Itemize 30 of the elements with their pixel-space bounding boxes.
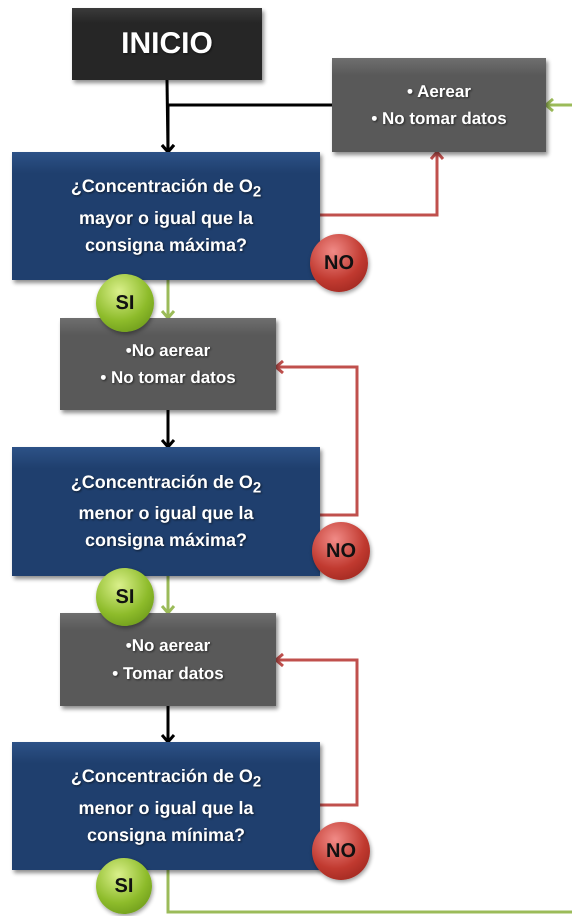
- connector-arrow: [274, 652, 358, 806]
- box-text: •No aerear: [126, 635, 210, 658]
- decision-box: [12, 742, 320, 870]
- connector-arrow: [160, 104, 332, 154]
- box-text: • Aerear: [407, 80, 471, 103]
- connector-arrow: [160, 410, 176, 448]
- decision-box: [12, 447, 320, 576]
- no-badge: NO: [310, 234, 368, 292]
- no-badge: NO: [312, 822, 370, 880]
- connector-arrow: [544, 98, 572, 112]
- connector-arrow: [160, 280, 176, 320]
- connector-arrow: [274, 360, 358, 516]
- yes-badge: SI: [96, 858, 152, 914]
- connector-arrow: [320, 150, 444, 216]
- connector-arrow: [160, 576, 176, 614]
- decision-box: [12, 152, 320, 280]
- box-text: ¿Concentración de O$_{2}$ menor o igual que la consigna máxima?: [70, 470, 262, 552]
- box-text: • No tomar datos: [100, 367, 236, 389]
- box-text: ¿Concentración de O$_{2}$ mayor o igual que la consigna máxima?: [70, 175, 262, 257]
- connector-arrow: [160, 706, 176, 744]
- start-box: [72, 8, 262, 80]
- no-badge: NO: [312, 522, 370, 580]
- box-text: INICIO: [121, 27, 213, 61]
- box-text: ¿Concentración de O$_{2}$ menor o igual que la consigna mínima?: [70, 765, 262, 847]
- action-box: [60, 613, 276, 706]
- box-text: •No aerear: [126, 340, 210, 362]
- action-box: [332, 58, 546, 152]
- box-text: • No tomar datos: [371, 108, 507, 130]
- box-text: • Tomar datos: [112, 662, 224, 684]
- action-box: [60, 318, 276, 410]
